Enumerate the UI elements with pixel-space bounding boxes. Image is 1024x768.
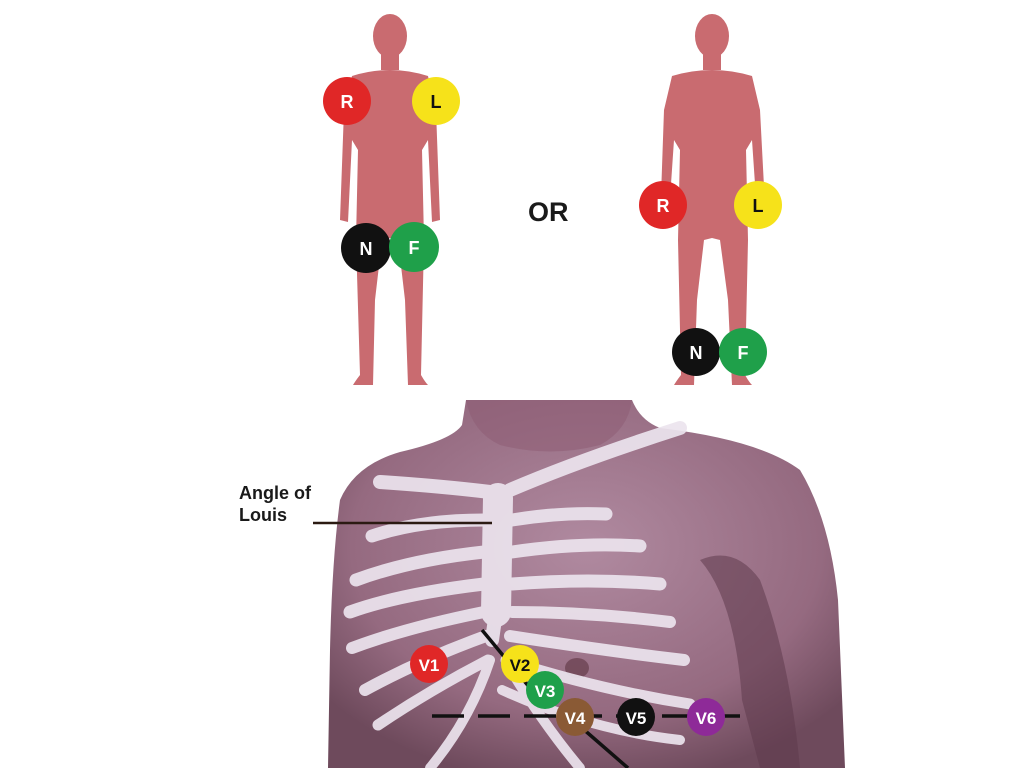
body-figure-right [660,14,766,385]
electrode-label: V1 [419,656,440,675]
angle-of-louis-label: Angle of Louis [239,482,311,526]
or-separator-text: OR [528,197,569,227]
electrode-label: V3 [535,682,556,701]
limb-electrode-l-right: L [734,181,782,229]
electrode-label: N [690,343,703,363]
lower-guide-line [580,726,630,768]
electrode-label: F [409,238,420,258]
chest-electrode-v1: V1 [410,645,448,683]
electrode-label: V6 [696,709,717,728]
electrode-label: L [431,92,442,112]
limb-electrode-r-right: R [639,181,687,229]
electrode-label: V2 [510,656,531,675]
electrode-label: V4 [565,709,586,728]
angle-label-line-2: Louis [239,505,287,525]
limb-electrode-f-right: F [719,328,767,376]
angle-label-line-1: Angle of [239,483,311,503]
rib-cage-overlay [343,421,696,768]
limb-electrode-l-left: L [412,77,460,125]
limb-electrode-r-left: R [323,77,371,125]
electrode-label: R [657,196,670,216]
limb-electrode-n-right: N [672,328,720,376]
limb-electrode-f-left: F [389,222,439,272]
chest-electrode-v3: V3 [526,671,564,709]
electrode-label: L [753,196,764,216]
body-figure-left [340,14,440,385]
chest-electrode-v4: V4 [556,698,594,736]
chest-electrode-v6: V6 [687,698,725,736]
electrode-label: F [738,343,749,363]
electrode-label: R [341,92,354,112]
electrode-label: V5 [626,709,647,728]
chest-electrode-v2: V2 [501,645,539,683]
chest-electrode-v5: V5 [617,698,655,736]
limb-electrode-n-left: N [341,223,391,273]
electrode-label: N [360,239,373,259]
